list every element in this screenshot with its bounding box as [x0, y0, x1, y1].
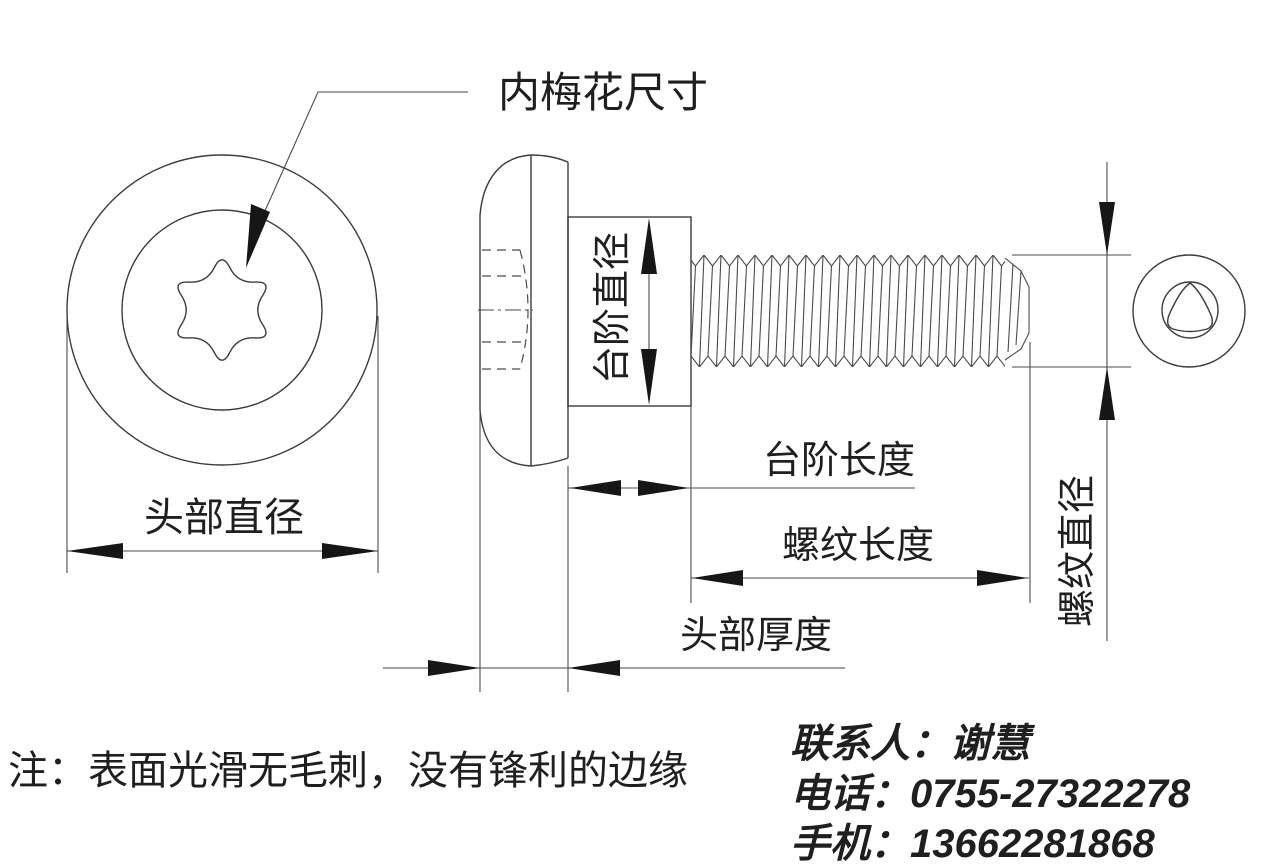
thread-length-label: 螺纹长度	[782, 523, 934, 567]
dim-step-diameter: 台阶直径	[590, 218, 657, 405]
dimension-arrowhead-icon	[638, 480, 689, 496]
core-circle	[1161, 281, 1219, 339]
head-dome-outline	[479, 154, 532, 467]
thread-diameter-label: 螺纹直径	[1055, 475, 1099, 627]
dimension-arrowhead-icon	[322, 543, 378, 559]
dimension-arrowhead-icon	[977, 570, 1028, 586]
front-view-head	[66, 154, 378, 466]
dim-thread-length: 螺纹长度	[691, 342, 1031, 603]
dimension-arrowhead-icon	[570, 480, 621, 496]
dimension-arrowhead-icon	[568, 660, 620, 676]
callout-arrowhead-icon	[246, 204, 270, 268]
dim-step-length: 台阶长度	[567, 406, 915, 692]
dimension-arrowhead-icon	[1099, 367, 1115, 420]
contact-person: 联系人：谢慧	[790, 722, 1036, 766]
thread-end-chamfer	[1004, 257, 1030, 361]
torx-size-callout: 内梅花尺寸	[246, 68, 708, 268]
trilobular-profile	[1166, 282, 1214, 333]
dimension-arrowhead-icon	[641, 349, 657, 405]
contact-info: 联系人：谢慧 电话：0755-27322278 手机：13662281868	[790, 722, 1191, 866]
head-thickness-label: 头部厚度	[680, 613, 832, 657]
contact-phone: 电话：0755-27322278	[790, 772, 1191, 816]
dimension-arrowhead-icon	[428, 660, 480, 676]
head-inner-circle	[121, 209, 323, 411]
thread-od-circle	[1132, 254, 1246, 368]
head-outer-circle	[66, 154, 378, 466]
dimension-arrowhead-icon	[67, 543, 123, 559]
head-diameter-label: 头部直径	[144, 495, 304, 541]
dim-thread-diameter: 螺纹直径	[1012, 162, 1131, 641]
dim-head-thickness: 头部厚度	[383, 413, 845, 692]
step-diameter-label: 台阶直径	[590, 232, 634, 384]
head-face-bottom-edge	[530, 457, 569, 467]
torx-recess-star	[177, 259, 267, 361]
callout-leader-line	[251, 91, 468, 241]
step-length-label: 台阶长度	[763, 438, 915, 482]
contact-mobile: 手机：13662281868	[790, 822, 1155, 866]
side-view-screw	[478, 154, 1030, 467]
dimension-arrowhead-icon	[1099, 202, 1115, 255]
dimension-arrowhead-icon	[641, 218, 657, 274]
hidden-recess-lines	[478, 249, 533, 370]
end-view	[1132, 254, 1246, 368]
surface-note: 注：表面光滑无毛刺，没有锋利的边缘	[8, 748, 688, 794]
dimension-arrowhead-icon	[692, 570, 743, 586]
recess-hidden-cone	[519, 249, 529, 370]
thread-section	[691, 255, 1005, 367]
dim-head-diameter: 头部直径	[66, 316, 379, 573]
head-face-top-edge	[530, 154, 569, 163]
torx-size-label: 内梅花尺寸	[498, 68, 708, 117]
